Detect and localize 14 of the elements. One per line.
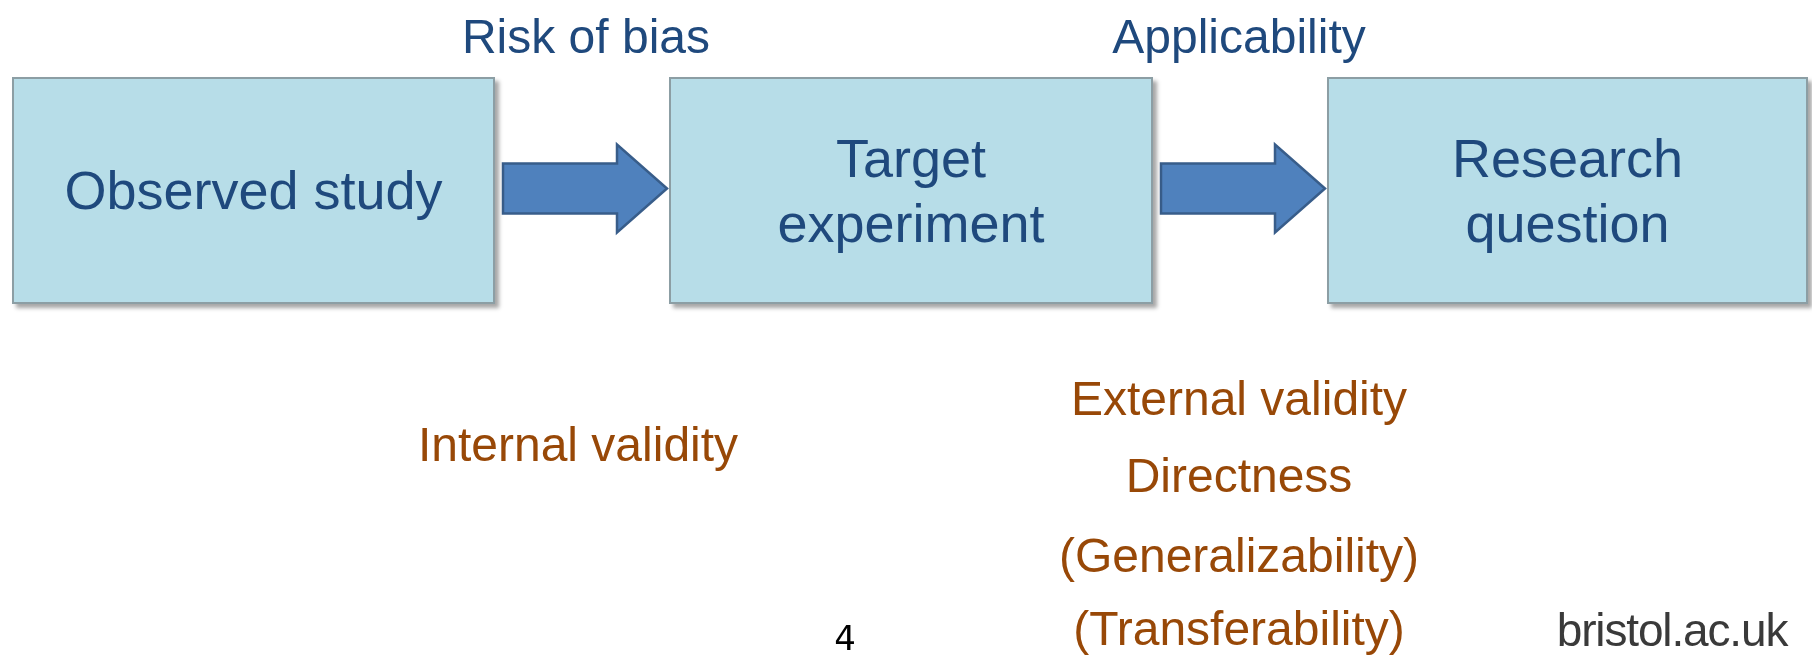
note-label: Directness	[1125, 452, 1353, 500]
note-label: (Generalizability)	[1058, 532, 1420, 580]
note-label: External validity	[1070, 375, 1408, 423]
process-box: Target experiment	[669, 77, 1153, 304]
heading-label: Applicability	[1112, 13, 1366, 61]
block-arrow	[1159, 141, 1327, 236]
process-box: Observed study	[12, 77, 495, 304]
page-number: 4	[834, 621, 856, 655]
heading-label: Risk of bias	[461, 13, 711, 61]
process-box: Research question	[1327, 77, 1808, 304]
note-label: Internal validity	[417, 421, 739, 469]
block-arrow	[501, 141, 669, 236]
note-label: (Transferability)	[1073, 605, 1405, 653]
web-address: bristol.ac.uk	[1556, 607, 1788, 653]
